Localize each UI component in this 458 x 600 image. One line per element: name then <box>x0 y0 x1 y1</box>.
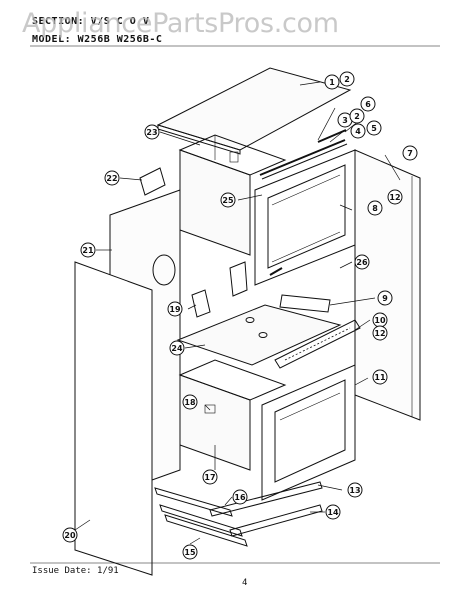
callout-23: 23 <box>144 124 160 140</box>
callout-12b: 12 <box>372 325 388 341</box>
callout-5: 5 <box>366 120 382 136</box>
callout-number: 19 <box>169 305 181 314</box>
bracket-9 <box>279 294 331 313</box>
section-label: SECTION: V/S C O V <box>32 16 150 27</box>
callout-1: 1 <box>324 74 340 90</box>
callout-20: 20 <box>62 527 78 543</box>
callout-12a: 12 <box>387 189 403 205</box>
page-number: 4 <box>242 578 248 588</box>
trim-strip-upper-edge <box>261 143 348 180</box>
rail-13 <box>209 481 323 517</box>
callout-19: 19 <box>167 301 183 317</box>
callout-4: 4 <box>350 123 366 139</box>
callout-number: 1 <box>329 78 335 87</box>
callout-number: 17 <box>204 473 215 482</box>
callout-9: 9 <box>377 290 393 306</box>
vent-hole <box>152 254 176 286</box>
callout-26: 26 <box>354 254 370 270</box>
trim-strip-upper <box>259 139 346 176</box>
trim-strip-small <box>317 129 347 143</box>
lower-oven-top <box>178 359 287 401</box>
callout-14: 14 <box>325 504 341 520</box>
rail-16 <box>154 487 233 517</box>
left-side-panel <box>74 261 153 576</box>
lower-door-frame <box>261 364 356 501</box>
upper-oven-front <box>179 149 251 256</box>
callout-11: 11 <box>372 369 388 385</box>
rail-15-lower <box>164 514 248 547</box>
callout-number: 20 <box>64 531 76 540</box>
bracket-22 <box>139 167 166 196</box>
callout-number: 12 <box>374 329 385 338</box>
callout-number: 2 <box>354 112 360 121</box>
callout-10: 10 <box>372 312 388 328</box>
callout-number: 25 <box>222 196 234 205</box>
callout-number: 15 <box>184 548 196 557</box>
vent-strip <box>274 319 361 369</box>
callout-number: 6 <box>365 100 371 109</box>
callout-21: 21 <box>80 242 96 258</box>
callout-number: 26 <box>356 258 368 267</box>
callout-number: 7 <box>407 149 413 158</box>
model-label: MODEL: W256B W256B-C <box>32 34 163 45</box>
bracket-19 <box>191 289 211 318</box>
callout-18: 18 <box>182 394 198 410</box>
upper-door-window <box>267 164 346 269</box>
callouts: 1 2 3 2 4 5 6 7 8 9 10 11 12 12 13 14 15… <box>62 71 418 560</box>
callout-15: 15 <box>182 544 198 560</box>
callout-number: 22 <box>106 174 117 183</box>
bracket-26 <box>229 261 248 297</box>
callout-17: 17 <box>202 469 218 485</box>
callout-number: 24 <box>171 344 183 353</box>
callout-6: 6 <box>360 96 376 112</box>
callout-number: 23 <box>146 128 157 137</box>
callout-8: 8 <box>367 200 383 216</box>
callout-24: 24 <box>169 340 185 356</box>
callout-number: 21 <box>82 246 94 255</box>
callout-7: 7 <box>402 145 418 161</box>
rail-15 <box>159 504 243 537</box>
callout-number: 13 <box>349 486 360 495</box>
callout-25: 25 <box>220 192 236 208</box>
callout-number: 12 <box>389 193 400 202</box>
lower-door-window <box>274 379 346 483</box>
callout-number: 14 <box>327 508 339 517</box>
watermark: AppliancePartsPros.com <box>22 8 339 39</box>
callout-2b: 2 <box>349 108 365 124</box>
callout-13: 13 <box>347 482 363 498</box>
callout-number: 8 <box>372 204 378 213</box>
issue-date: Issue Date: 1/91 <box>32 566 119 576</box>
upper-oven-top <box>178 134 287 176</box>
callout-number: 5 <box>371 124 377 133</box>
callout-16: 16 <box>232 489 248 505</box>
callout-number: 18 <box>184 398 196 407</box>
right-side-panel <box>354 149 421 421</box>
callout-number: 10 <box>374 316 386 325</box>
callout-number: 4 <box>355 127 361 136</box>
callout-2a: 2 <box>339 71 355 87</box>
callout-number: 2 <box>344 75 350 84</box>
rail-14 <box>229 504 323 537</box>
callout-number: 3 <box>342 116 348 125</box>
callout-22: 22 <box>104 170 120 186</box>
callout-number: 16 <box>234 493 246 502</box>
callout-number: 9 <box>382 294 388 303</box>
callout-number: 11 <box>374 373 386 382</box>
